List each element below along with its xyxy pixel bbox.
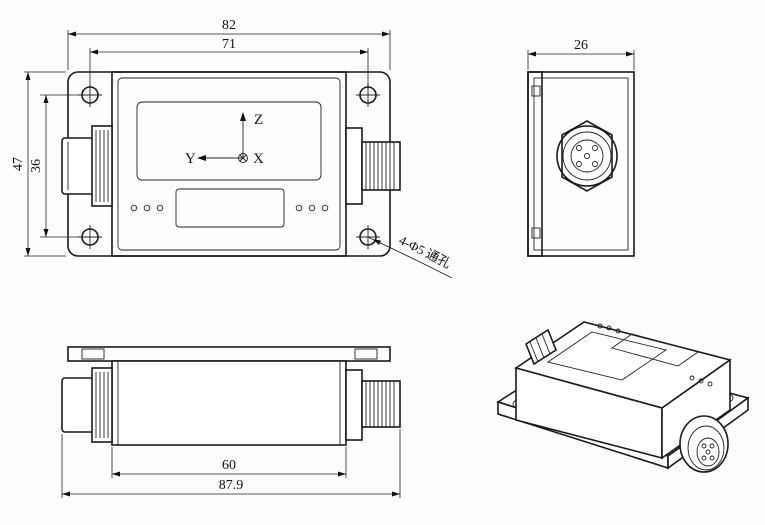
x-axis-label: X [253, 151, 264, 167]
dim-front-87-9: 87.9 [61, 429, 401, 498]
axis-symbol: Z Y X [185, 112, 264, 167]
iso-connector-front [679, 415, 729, 473]
side-view: 26 [527, 38, 635, 257]
front-view-body [111, 360, 347, 446]
dim-front-60: 60 [111, 447, 347, 478]
led-group-left [130, 204, 164, 212]
hole-note-text: 4-Φ5 通孔 [397, 232, 454, 271]
iso-window-1 [546, 331, 668, 381]
front-view: 60 87.9 [61, 346, 401, 498]
connector-left [61, 125, 113, 207]
side-connector-face [570, 139, 604, 173]
led-group-right [295, 204, 329, 212]
front-connector-right [345, 369, 401, 441]
label-window-bottom [175, 188, 285, 228]
side-connector-hex [561, 120, 613, 192]
x-axis-symbol [238, 153, 248, 163]
label-window-top [136, 101, 322, 181]
dim-top-71: 71 [89, 37, 369, 86]
y-axis-label: Y [185, 151, 196, 167]
dim-60-label: 60 [222, 458, 236, 473]
top-view-body-inner [117, 77, 341, 251]
dim-36-label: 36 [29, 159, 44, 173]
dim-side-47: 47 [11, 71, 66, 257]
dim-side-26: 26 [527, 38, 635, 70]
y-arrow-head [197, 155, 206, 161]
z-axis-label: Z [254, 112, 263, 128]
hole-note: 4-Φ5 通孔 [367, 232, 454, 279]
front-connector-left [61, 367, 113, 443]
front-view-flange [67, 346, 391, 362]
top-view-flange [67, 71, 391, 257]
dim-top-82: 82 [67, 18, 391, 70]
mounting-hole-tr [356, 83, 380, 107]
dim-87-9-label: 87.9 [219, 478, 244, 493]
z-arrow-head [240, 112, 246, 121]
side-view-inner [533, 77, 629, 251]
iso-connector-back [525, 328, 557, 366]
dim-71-label: 71 [222, 37, 236, 52]
top-view-body [111, 71, 347, 257]
side-view-body [527, 71, 635, 257]
top-view: Z Y X 82 71 47 [11, 18, 454, 279]
side-connector-ring [556, 125, 618, 187]
iso-body-side [661, 358, 731, 460]
connector-right [345, 127, 401, 205]
side-view-flange [527, 71, 543, 257]
dim-82-label: 82 [222, 18, 236, 33]
dim-side-36: 36 [29, 94, 82, 238]
isometric-view [496, 321, 750, 473]
dim-47-label: 47 [11, 157, 26, 171]
dim-26-label: 26 [574, 38, 588, 53]
